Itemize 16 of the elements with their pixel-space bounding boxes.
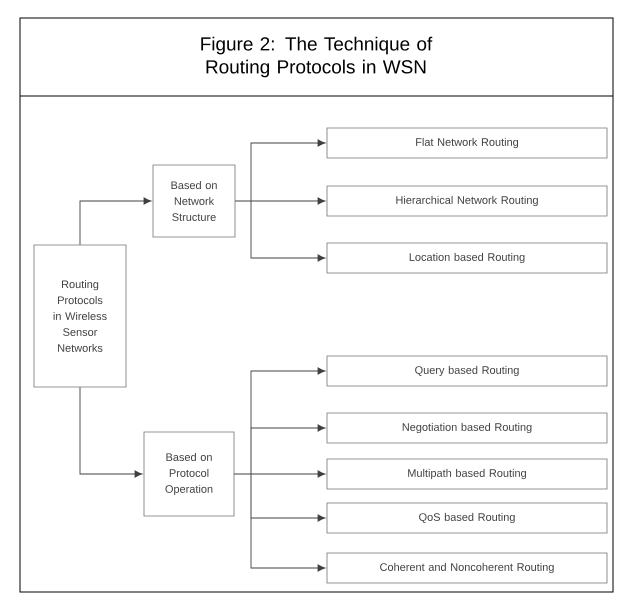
arrow <box>80 197 152 246</box>
category-box: Multipath based Routing <box>326 458 608 490</box>
arrow <box>80 386 142 478</box>
root-box: Routing Protocols in Wireless Sensor Networks <box>34 244 126 388</box>
category-box: Coherent and Noncoherent Routing <box>326 552 608 584</box>
category-box: Negotiation based Routing <box>326 412 608 444</box>
category-box: Location based Routing <box>326 242 608 274</box>
category-box: Query based Routing <box>326 356 608 386</box>
arrow <box>234 200 326 262</box>
title: Figure 2: The Technique of Routing Protocols in WSN <box>201 36 432 78</box>
category-box: Hierarchical Network Routing <box>326 186 608 216</box>
branch-box: Based on Protocol Operation <box>144 432 234 516</box>
category-box: Flat Network Routing <box>326 128 608 158</box>
branch-box: Based on Network Structure <box>152 164 236 238</box>
category-box: QoS based Routing <box>326 502 608 534</box>
arrow <box>234 474 326 572</box>
